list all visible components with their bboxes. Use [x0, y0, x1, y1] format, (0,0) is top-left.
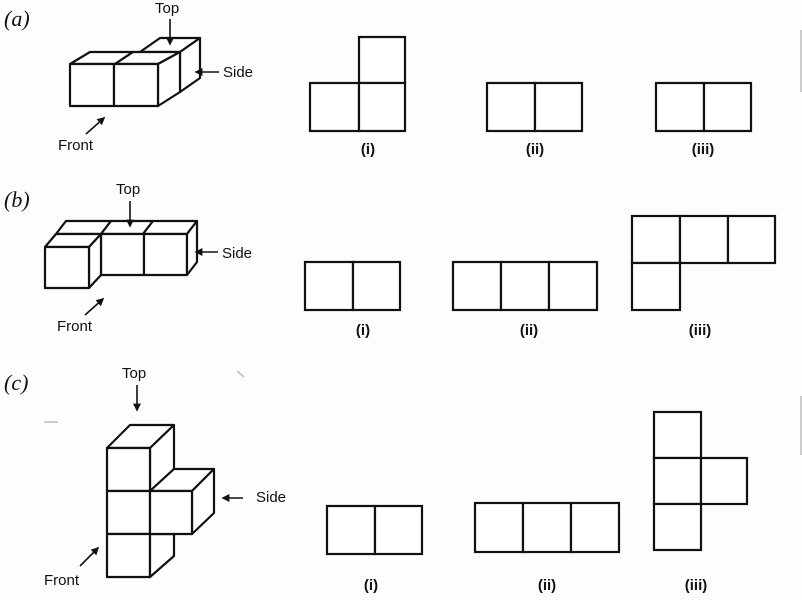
view-square — [357, 81, 407, 133]
part-a-view-i: (i) — [308, 35, 407, 158]
part-b-view-iii: (iii) — [630, 214, 777, 339]
part-c-view-i: (i) — [325, 504, 424, 594]
part-a-view-iii: (iii) — [654, 81, 753, 158]
part-c: (c) Top Side Front (i) — [4, 365, 749, 594]
view-square — [357, 35, 407, 85]
cube-face — [105, 446, 152, 493]
part-c-view-iii: (iii) — [652, 410, 749, 594]
top-label: Top — [122, 365, 146, 382]
view-square — [569, 501, 621, 554]
cube-face — [43, 245, 91, 290]
part-c-view-ii: (ii) — [473, 501, 621, 594]
front-arrow-icon — [85, 116, 106, 135]
view-numeral: (iii) — [685, 577, 708, 594]
front-label: Front — [57, 318, 93, 335]
side-label: Side — [222, 245, 252, 262]
cube-face — [142, 232, 189, 277]
view-square — [499, 260, 551, 312]
front-label: Front — [58, 137, 94, 154]
cube-face — [68, 62, 116, 108]
view-numeral: (i) — [364, 577, 378, 594]
top-label: Top — [155, 0, 179, 17]
front-arrow-icon — [79, 546, 100, 567]
view-square — [485, 81, 537, 133]
view-square — [702, 81, 753, 133]
view-square — [533, 81, 584, 133]
view-square — [308, 81, 361, 133]
view-square — [303, 260, 355, 312]
cube-face — [99, 232, 146, 277]
part-b-tag: (b) — [4, 187, 30, 212]
cube-face — [148, 489, 194, 536]
top-label: Top — [116, 181, 140, 198]
view-numeral: (i) — [361, 141, 375, 158]
part-b-view-i: (i) — [303, 260, 402, 339]
front-label: Front — [44, 572, 80, 589]
view-square — [726, 214, 777, 265]
view-square — [547, 260, 599, 312]
part-c-solid — [105, 423, 216, 579]
scan-artifact-line — [236, 370, 245, 378]
cube-face — [112, 62, 160, 108]
view-square — [630, 214, 682, 265]
part-b-solid — [43, 219, 199, 290]
cube-face — [148, 532, 176, 579]
side-label: Side — [256, 489, 286, 506]
part-a-tag: (a) — [4, 6, 30, 31]
view-square — [652, 456, 703, 506]
view-square — [351, 260, 402, 312]
view-square — [652, 410, 703, 460]
side-label: Side — [223, 64, 253, 81]
view-numeral: (iii) — [692, 141, 715, 158]
view-square — [678, 214, 730, 265]
view-numeral: (iii) — [689, 322, 712, 339]
cube-face — [105, 489, 152, 536]
part-b: (b) Top Side Front (i) — [4, 181, 777, 339]
part-b-view-ii: (ii) — [451, 260, 599, 339]
view-numeral: (ii) — [526, 141, 544, 158]
part-a: (a) Top Side Front (i) — [4, 0, 753, 158]
cube-face — [185, 219, 199, 277]
view-square — [630, 261, 682, 312]
view-numeral: (i) — [356, 322, 370, 339]
view-numeral: (ii) — [520, 322, 538, 339]
view-square — [652, 502, 703, 552]
front-arrow-icon — [84, 297, 105, 316]
view-square — [654, 81, 706, 133]
view-square — [325, 504, 377, 556]
part-a-view-ii: (ii) — [485, 81, 584, 158]
view-square — [521, 501, 573, 554]
part-c-tag: (c) — [4, 370, 28, 395]
cube-face — [105, 532, 152, 579]
view-square — [699, 456, 749, 506]
view-numeral: (ii) — [538, 577, 556, 594]
part-a-solid — [68, 36, 202, 108]
view-square — [373, 504, 424, 556]
view-square — [473, 501, 525, 554]
view-square — [451, 260, 503, 312]
